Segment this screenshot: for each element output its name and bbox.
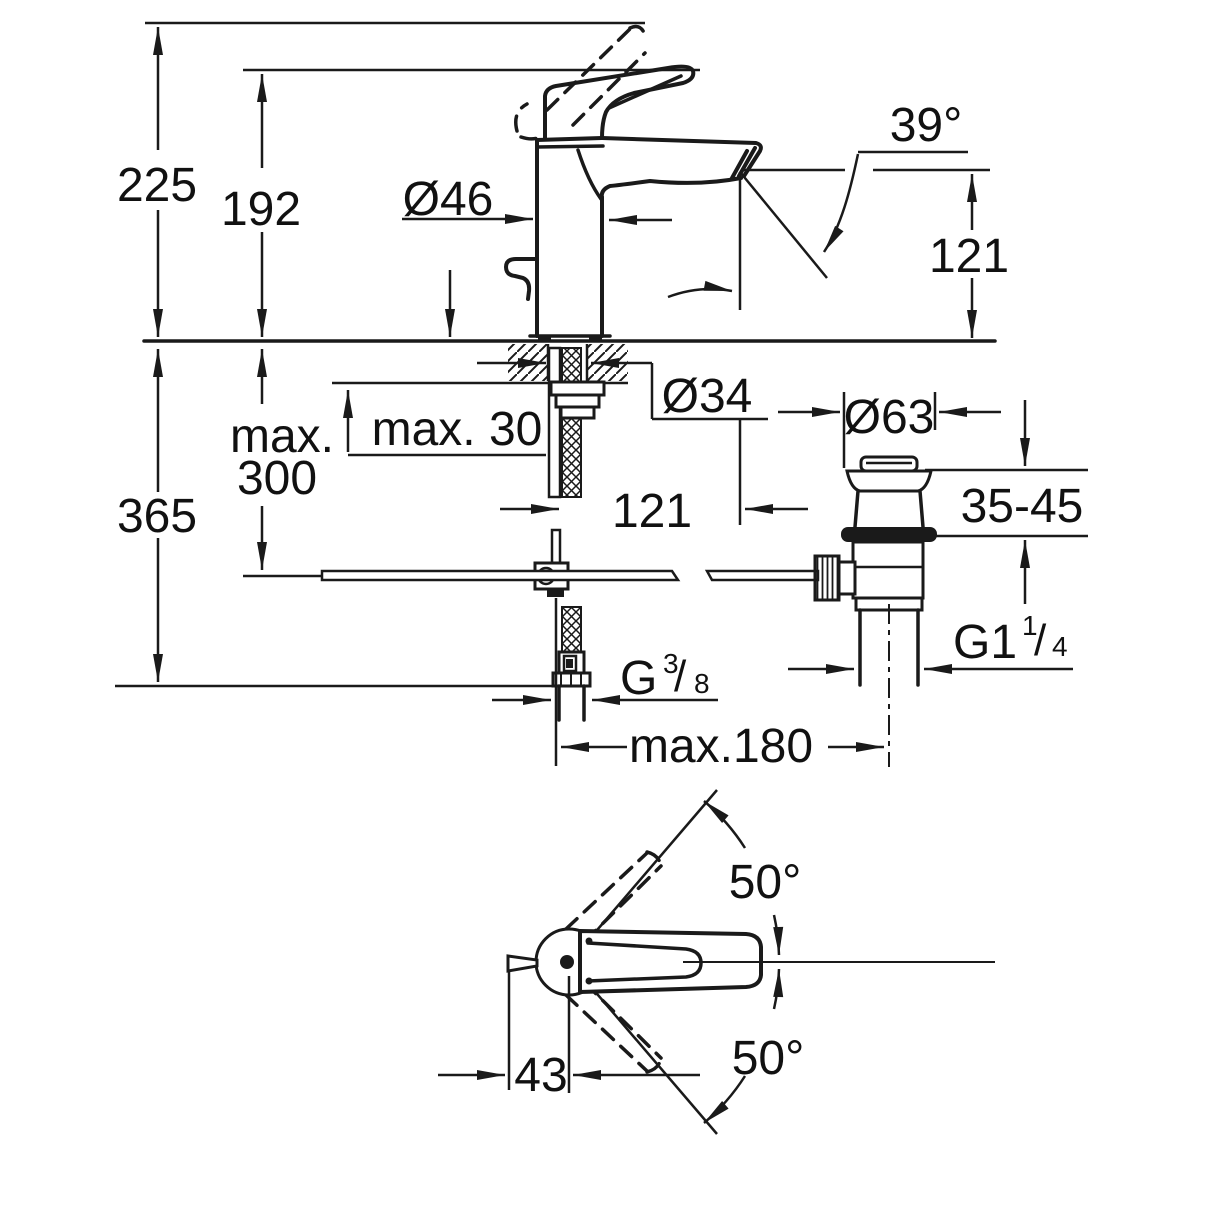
hose-connector [551,650,592,722]
svg-text:G1: G1 [953,616,1017,669]
handle-height-label: 192 [221,183,301,236]
hole-diameter-label: Ø34 [662,370,753,423]
waste-assembly: Ø63 35-45 G1 1 / 4 [778,391,1088,767]
flange-diameter-label: Ø63 [844,391,935,444]
svg-text:3: 3 [663,648,679,679]
spout-top-edge [600,136,763,178]
installation-depth-label: 365 [117,490,197,543]
handle-pin [506,954,539,973]
swing-down-label: 50° [732,1032,805,1085]
pop-up-rod-upper [547,346,562,499]
pop-up-knob [504,257,539,301]
knob-connector [837,560,857,596]
stream-direction-line [739,171,828,279]
faucet-side-view: Ø46 39° 121 [402,24,1009,342]
supply-dimensions: G 3 / 8 max.180 [492,598,884,773]
handle-top-view: 50° 50° 43 [438,789,995,1135]
mounting-nut [549,380,606,420]
lever-handle [543,64,696,140]
pop-up-rod-end [547,590,564,597]
spout-height-label: 121 [929,230,1009,283]
body-diameter-label: Ø46 [403,173,494,226]
swing-up-label: 50° [729,856,802,909]
hose-distance-label: 121 [612,485,692,538]
waste-body [851,540,925,600]
knurled-knob [813,554,841,602]
supply-hose-lower [561,606,582,653]
spout-angle-arc [822,153,860,253]
stream-angle-arc [667,280,733,299]
aerator-mouth [730,146,757,180]
supply-hose-upper [561,347,582,498]
spout-angle-label: 39° [890,99,963,152]
svg-text:4: 4 [1052,631,1068,662]
deck-thickness-label: max. 30 [372,403,543,456]
swing-arc-down [772,968,784,1010]
mounting-deck: max. 30 Ø34 [142,339,997,457]
spout-underside [599,176,743,201]
height-dimensions: 225 192 365 max. 300 [115,21,700,688]
lever-handle-raised-dashed [514,24,648,141]
handle-swung-up-dashed [564,850,663,943]
handle-pivot-center [560,955,574,969]
pivot-offset-label: 43 [514,1049,567,1102]
handle-swung-down-dashed [564,981,663,1074]
svg-text:G: G [620,652,657,705]
svg-text:1: 1 [1022,610,1038,641]
basin-thickness-label: 35-45 [961,480,1084,533]
pop-up-lever-rod-left [320,569,681,582]
svg-text:/: / [674,652,687,701]
overall-height-label: 225 [117,159,197,212]
svg-text:/: / [1034,616,1047,665]
swing-arc-up [703,800,747,849]
pop-up-lever-rod-right [704,569,820,582]
supply-thread-label: G 3 / 8 [620,648,710,705]
waste-thread-label: G1 1 / 4 [953,610,1068,669]
under-counter-parts: 121 [320,346,820,722]
waste-flange-seal [841,527,937,542]
supply-clearance-label-2: 300 [237,452,317,505]
supply-clearance-label-1: max. [230,410,334,463]
tap-to-waste-label: max.180 [629,720,813,773]
body-spout-fillet [576,148,603,201]
svg-text:8: 8 [694,668,710,699]
plug-seat [845,469,933,493]
